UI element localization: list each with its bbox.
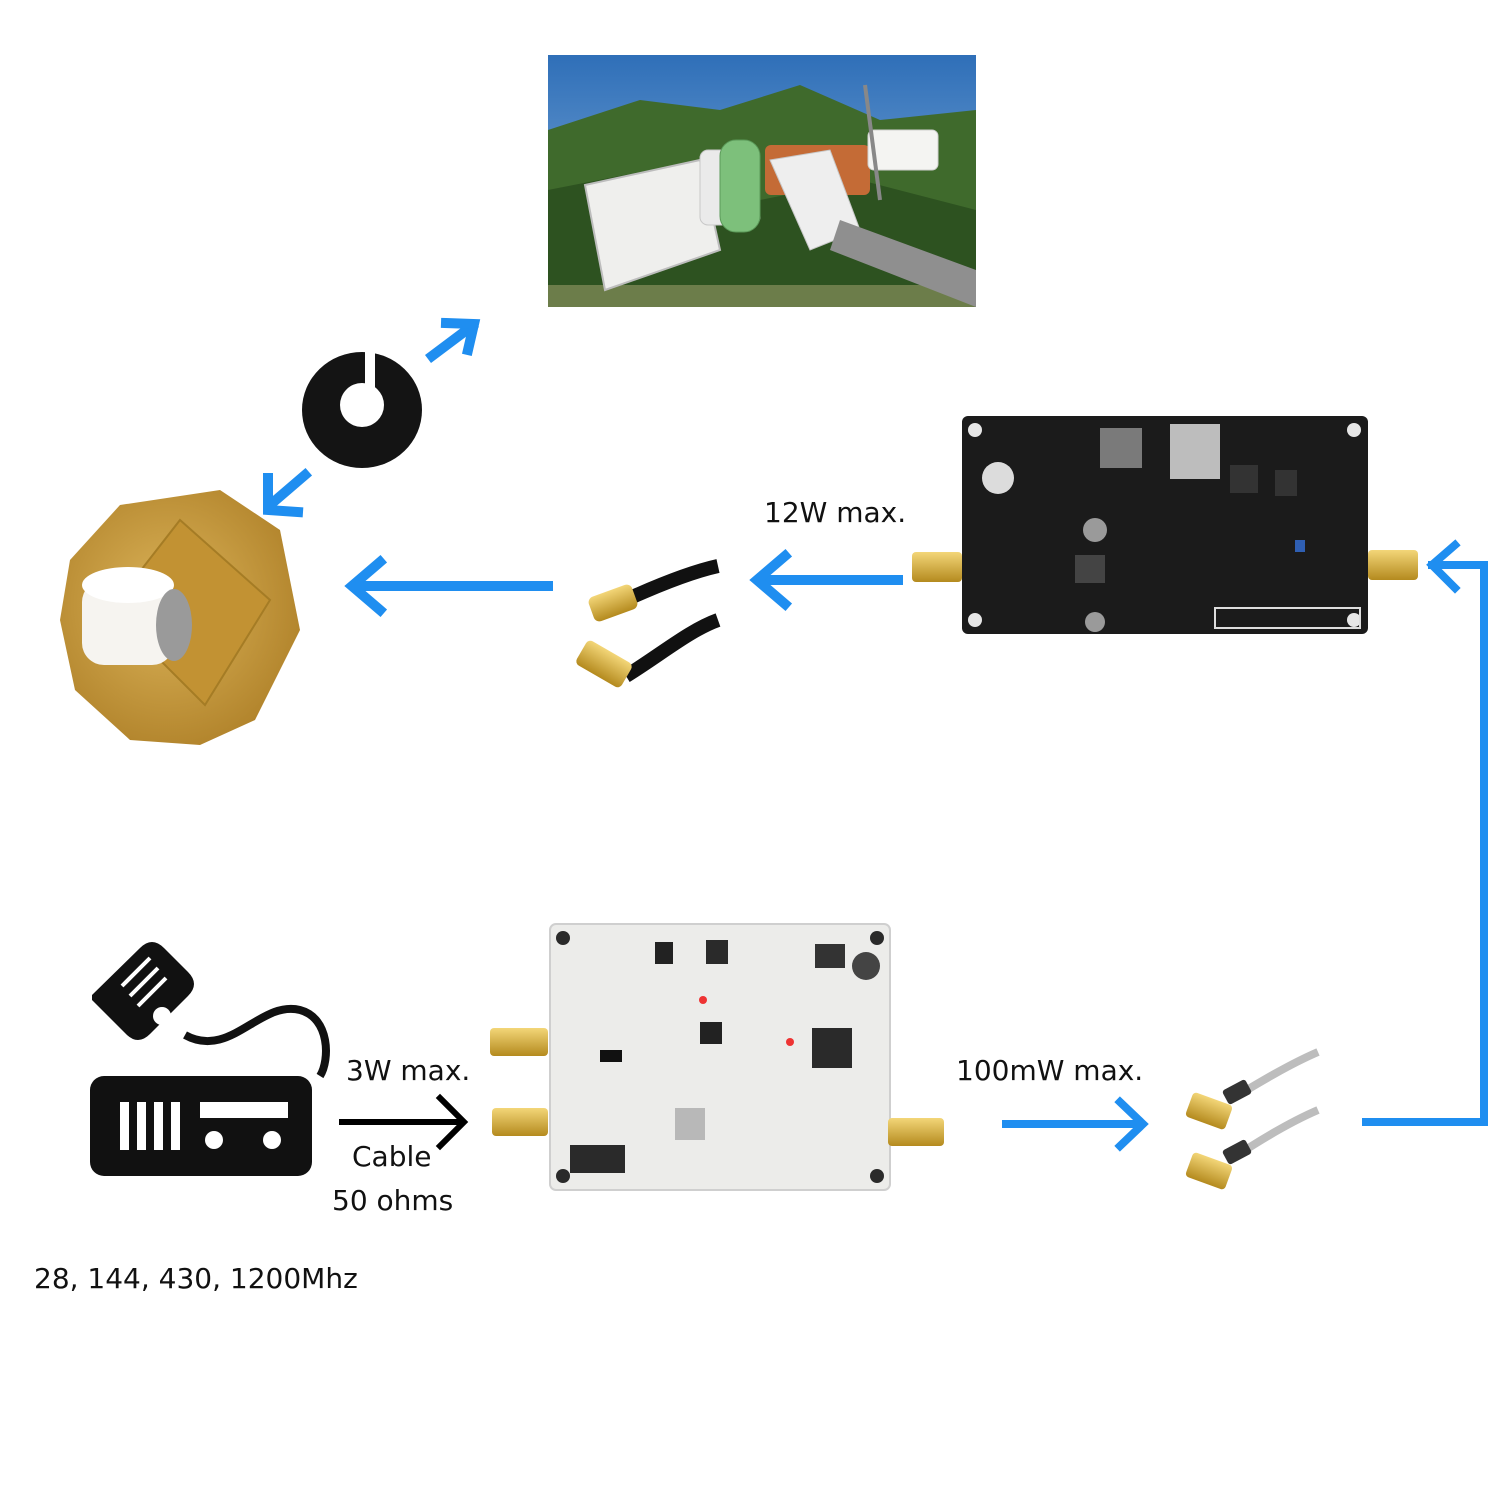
sma-cable-pair-icon xyxy=(576,559,721,688)
amp-power-label: 12W max. xyxy=(764,496,907,529)
arrow-to-patch xyxy=(262,467,313,518)
arrow-to-lnb xyxy=(425,317,481,363)
arrow-to-antenna xyxy=(344,554,553,618)
arrow-to-amplifier xyxy=(1362,539,1488,1126)
ldmos-amplifier-board-icon xyxy=(912,416,1418,634)
arrow-radio-to-converter xyxy=(339,1093,469,1151)
frequencies-label: 28, 144, 430, 1200Mhz xyxy=(34,1262,358,1295)
brass-patch-antenna-icon xyxy=(60,490,300,745)
cable-label: Cable xyxy=(352,1140,432,1173)
arrow-converter-to-cable xyxy=(1002,1096,1149,1152)
arrow-amp-to-cable xyxy=(749,548,903,612)
lnb-dish-feed-photo xyxy=(548,55,976,307)
up-converter-board-icon xyxy=(490,923,944,1191)
ferrite-core-icon xyxy=(302,350,422,468)
sma-cable-pair-icon xyxy=(1185,1048,1320,1190)
radio-power-label: 3W max. xyxy=(346,1054,471,1087)
cable-impedance-label: 50 ohms xyxy=(332,1184,454,1217)
transceiver-radio-icon xyxy=(90,942,330,1176)
converter-power-label: 100mW max. xyxy=(956,1054,1144,1087)
